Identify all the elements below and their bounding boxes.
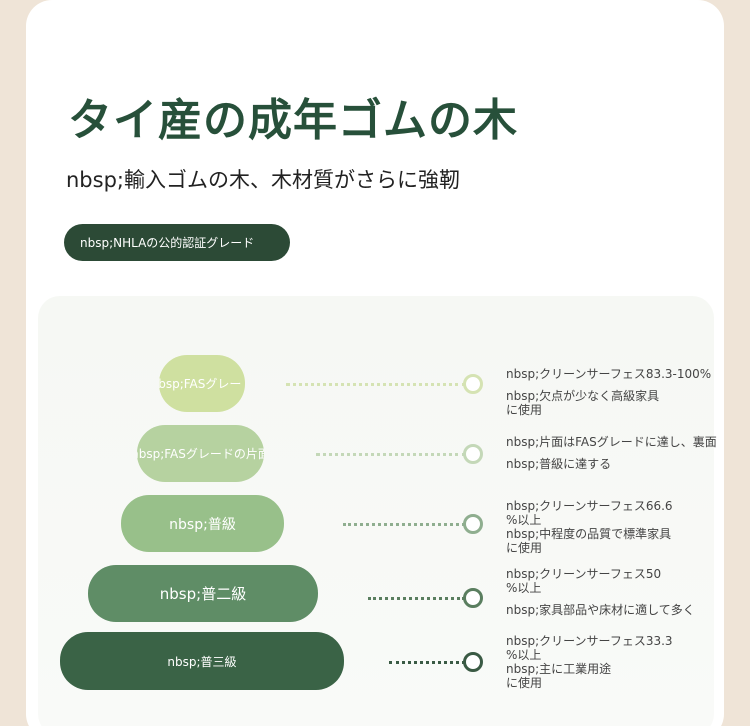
grade-desc-standard: nbsp;クリーンサーフェス66.6 %以上 nbsp;中程度の品質で標準家具 …	[506, 499, 673, 555]
certification-badge: nbsp;NHLAの公的認証グレード	[64, 224, 290, 261]
grade-connector-fas	[286, 383, 466, 386]
grade-pill-label: nbsp;普二級	[159, 585, 247, 603]
grade-pill-label: nbsp;FASグレードの片面	[137, 447, 264, 461]
grade-marker-fas-one-face	[463, 444, 483, 464]
grade-desc-fas: nbsp;クリーンサーフェス83.3-100% nbsp;欠点が少なく高級家具 …	[506, 367, 712, 417]
grade-pill-fas-one-face: nbsp;FASグレードの片面	[137, 425, 264, 482]
grade-desc-third: nbsp;クリーンサーフェス33.3 %以上 nbsp;主に工業用途 に使用	[506, 634, 673, 690]
grade-desc-second: nbsp;クリーンサーフェス50 %以上 nbsp;家具部品や床材に適して多く	[506, 567, 695, 617]
grade-marker-third	[463, 652, 483, 672]
grade-connector-second	[368, 597, 465, 600]
grade-connector-fas-one-face	[316, 453, 466, 456]
grade-pill-standard: nbsp;普級	[121, 495, 284, 552]
grade-pill-third: nbsp;普三級	[60, 632, 344, 690]
grade-desc-fas-one-face: nbsp;片面はFASグレードに達し、裏面 nbsp;普級に達する	[506, 435, 717, 471]
page-title: タイ産の成年ゴムの木	[68, 95, 518, 146]
grade-pill-label: nbsp;普級	[169, 516, 236, 533]
grade-marker-fas	[463, 374, 483, 394]
grade-connector-third	[389, 661, 465, 664]
grade-pill-second: nbsp;普二級	[88, 565, 318, 622]
grade-pill-label: nbsp;普三級	[167, 654, 237, 669]
page-subtitle: nbsp;輸入ゴムの木、木材質がさらに強靭	[66, 168, 460, 192]
grade-marker-standard	[463, 514, 483, 534]
grade-connector-standard	[343, 523, 465, 526]
grade-pill-label: nbsp;FASグレード	[159, 377, 245, 391]
certification-badge-label: nbsp;NHLAの公的認証グレード	[80, 236, 255, 250]
grade-pill-fas: nbsp;FASグレード	[159, 355, 245, 412]
grade-marker-second	[463, 588, 483, 608]
